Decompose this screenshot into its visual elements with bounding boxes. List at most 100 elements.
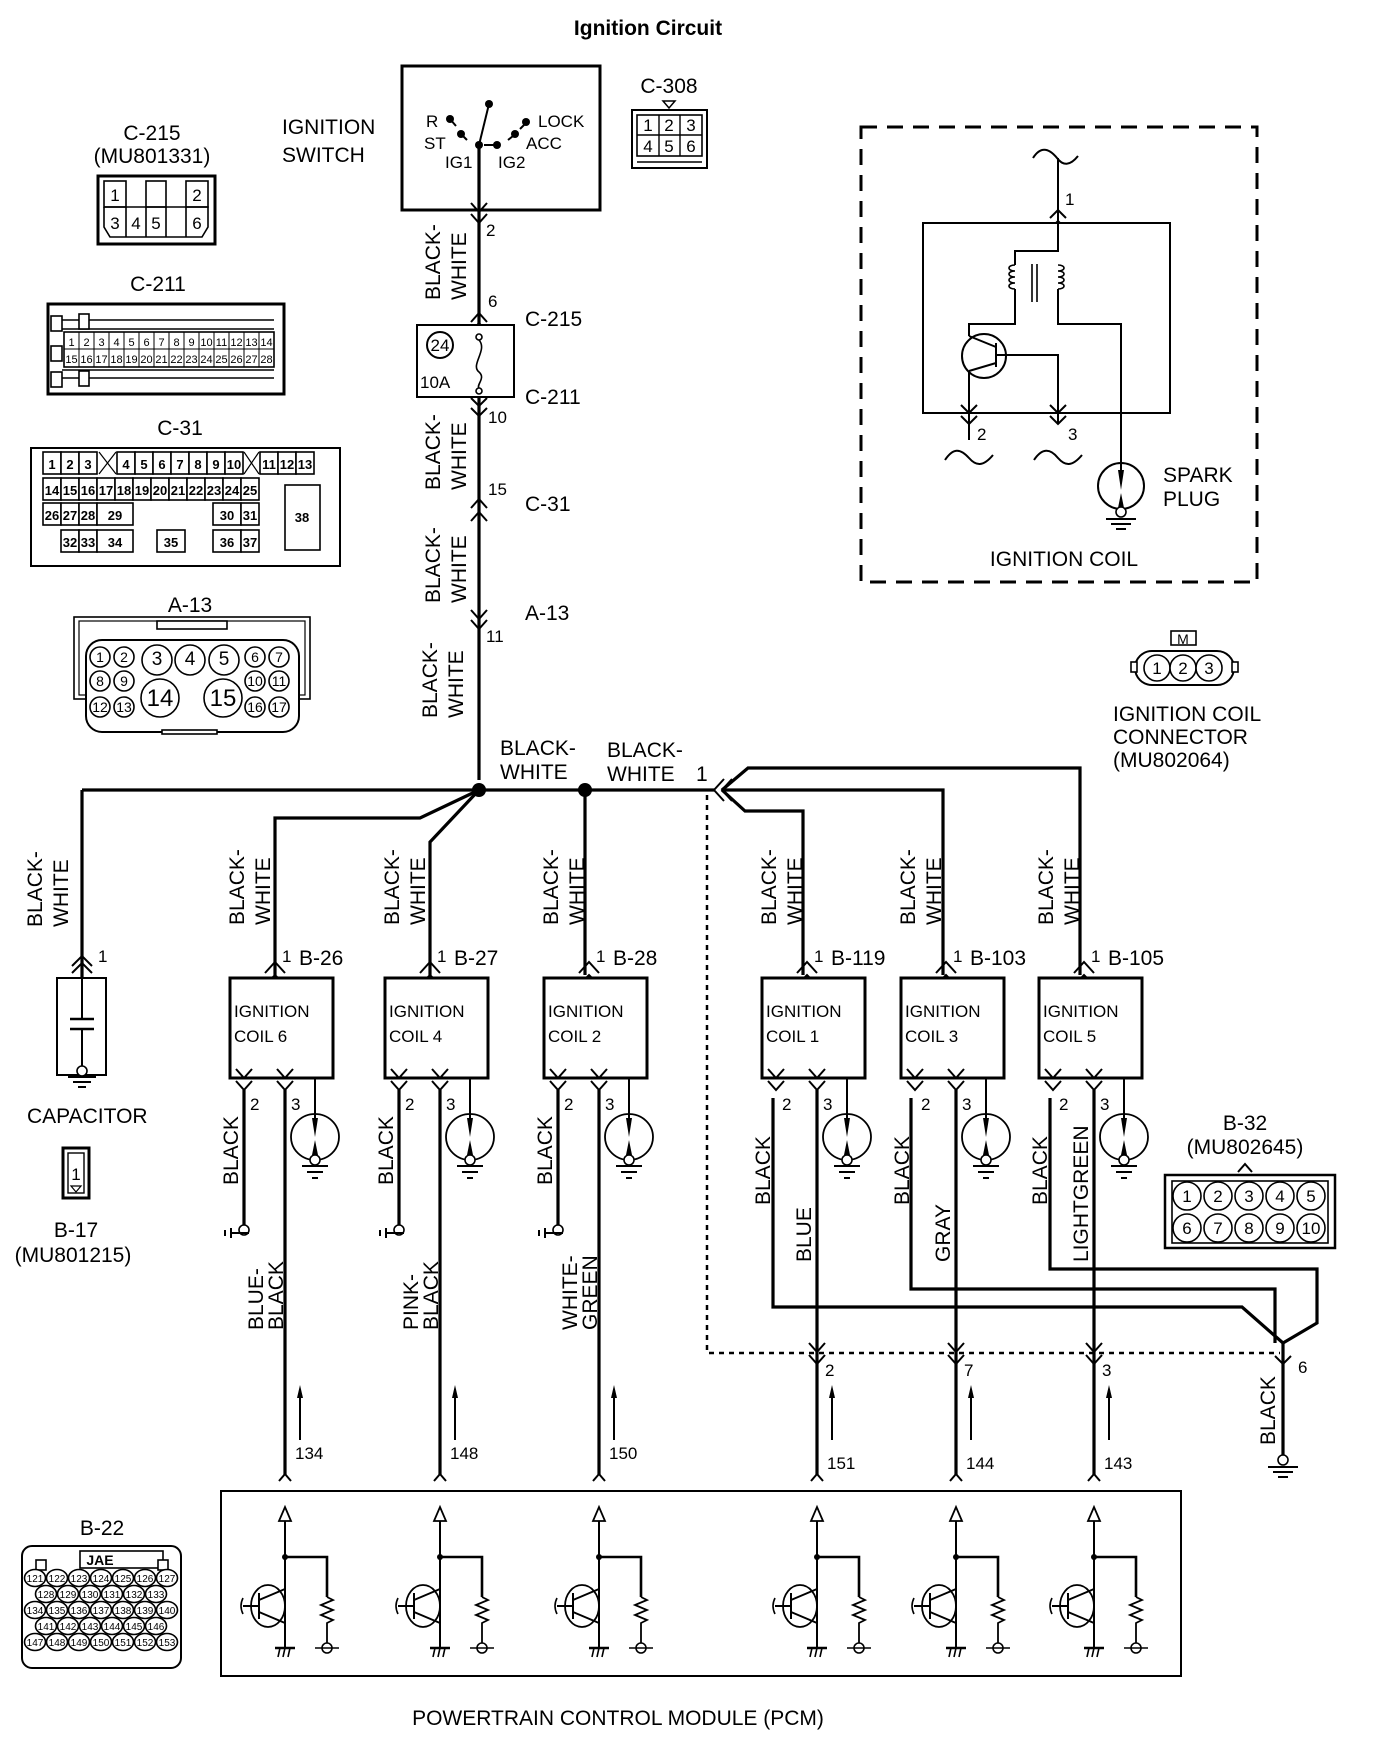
svg-text:8: 8 (1244, 1219, 1253, 1238)
capacitor-pin: 1 (98, 947, 107, 966)
b32-feed-pin: 1 (696, 763, 708, 786)
svg-text:2: 2 (1213, 1187, 1222, 1206)
svg-text:26: 26 (230, 354, 242, 366)
svg-text:10: 10 (227, 457, 241, 472)
ign-coil-conn-name-1: IGNITION COIL (1113, 703, 1261, 726)
svg-text:147: 147 (27, 1638, 44, 1649)
c31-name: C-31 (157, 417, 203, 440)
svg-text:132: 132 (126, 1590, 143, 1601)
coil-pin-1: 1 (953, 947, 962, 966)
svg-text:JAE: JAE (86, 1552, 113, 1568)
connector-c211: C-211 1152163174185196207218229231024112… (46, 273, 286, 396)
c211-name: C-211 (130, 273, 186, 296)
svg-text:3: 3 (686, 116, 695, 135)
svg-text:7: 7 (158, 337, 164, 349)
wire-label-bw-1b: WHITE (448, 232, 471, 300)
svg-text:37: 37 (243, 535, 257, 550)
svg-text:26: 26 (45, 508, 59, 523)
svg-text:23: 23 (185, 354, 197, 366)
coil-pin-3: 3 (605, 1095, 614, 1114)
svg-text:125: 125 (115, 1574, 132, 1585)
coil-name-2: COIL 6 (234, 1027, 287, 1046)
coil-pin-3: 3 (823, 1095, 832, 1114)
svg-text:M: M (1177, 631, 1189, 647)
svg-text:139: 139 (137, 1606, 154, 1617)
b32-ground-return: 6 BLACK (771, 1098, 1319, 1478)
resistor-icon (850, 1596, 868, 1645)
ignition-coil-detail: 1 2 3 (859, 125, 1259, 584)
svg-text:134: 134 (27, 1606, 44, 1617)
svg-text:2: 2 (192, 186, 201, 205)
svg-text:1: 1 (1182, 1187, 1191, 1206)
svg-text:7: 7 (275, 649, 283, 665)
svg-text:24: 24 (225, 483, 240, 498)
svg-text:123: 123 (71, 1574, 88, 1585)
svg-text:142: 142 (60, 1622, 77, 1633)
coil-box (383, 976, 490, 1080)
svg-text:144: 144 (104, 1622, 121, 1633)
b32-pin: 3 (1102, 1361, 1111, 1380)
spark-plug-label-2: PLUG (1163, 488, 1220, 511)
spark-plug-icon (604, 1113, 654, 1179)
ignition-switch: IGNITION SWITCH R ST IG1 IG2 ACC LOCK (282, 64, 602, 212)
spark-plug-icon (1099, 1113, 1149, 1179)
svg-text:130: 130 (82, 1590, 99, 1601)
resistor-icon (632, 1596, 650, 1645)
svg-text:11: 11 (216, 337, 227, 349)
coil-signal-label-1: PINK- (400, 1274, 423, 1330)
coil-ground-wire-label: BLACK (891, 1136, 914, 1205)
svg-text:5: 5 (1306, 1187, 1315, 1206)
svg-text:3: 3 (84, 457, 91, 472)
transformer-icon (1008, 264, 1065, 302)
wire-label-bw-4a: BLACK- (419, 642, 442, 718)
svg-text:17: 17 (99, 483, 113, 498)
connector-ignition-coil: M 1 2 3 IGNITION COIL CONNECTOR (MU80206… (1113, 630, 1261, 772)
svg-text:1: 1 (643, 116, 652, 135)
svg-text:3: 3 (152, 649, 163, 670)
a13-name: A-13 (168, 594, 212, 617)
switch-pos-lock: LOCK (538, 112, 585, 131)
svg-text:20: 20 (140, 354, 152, 366)
coil-pin-2: 2 (782, 1095, 791, 1114)
svg-text:150: 150 (93, 1638, 110, 1649)
coil-feed-label-1: BLACK- (226, 849, 249, 925)
svg-text:4: 4 (131, 214, 140, 233)
svg-text:22: 22 (170, 354, 182, 366)
svg-text:25: 25 (215, 354, 227, 366)
svg-text:9: 9 (188, 337, 194, 349)
svg-text:152: 152 (137, 1638, 154, 1649)
coil-connector-id: B-28 (613, 947, 657, 970)
coil-pin-3: 3 (962, 1095, 971, 1114)
c31-pin: 15 (488, 480, 507, 499)
svg-text:121: 121 (27, 1574, 44, 1585)
svg-text:12: 12 (280, 457, 294, 472)
c31-label: C-31 (525, 493, 571, 516)
resistor-icon (318, 1596, 336, 1645)
svg-text:6: 6 (192, 214, 201, 233)
splice2-wire-label-1: BLACK- (607, 739, 683, 762)
svg-text:27: 27 (245, 354, 257, 366)
b32-pin: 2 (825, 1361, 834, 1380)
pcm-label: POWERTRAIN CONTROL MODULE (PCM) (412, 1707, 824, 1730)
svg-text:29: 29 (108, 508, 122, 523)
svg-text:10: 10 (1302, 1219, 1321, 1238)
spark-plug-icon (290, 1113, 340, 1179)
a13-pin: 11 (486, 627, 504, 646)
svg-text:32: 32 (63, 535, 77, 550)
coil-connector-id: B-26 (299, 947, 343, 970)
svg-text:34: 34 (108, 535, 123, 550)
svg-text:24: 24 (200, 354, 212, 366)
coil-ground-wire-label: BLACK (752, 1136, 775, 1205)
c211-label: C-211 (525, 386, 581, 409)
pcm-driver-4 (911, 1504, 1010, 1658)
svg-text:16: 16 (81, 483, 95, 498)
b17-name: B-17 (54, 1219, 98, 1242)
svg-text:17: 17 (271, 699, 287, 715)
svg-text:25: 25 (243, 483, 257, 498)
svg-text:131: 131 (104, 1590, 121, 1601)
coil-pin-1: 1 (437, 947, 446, 966)
coil-signal-label-1: BLUE- (245, 1268, 268, 1330)
